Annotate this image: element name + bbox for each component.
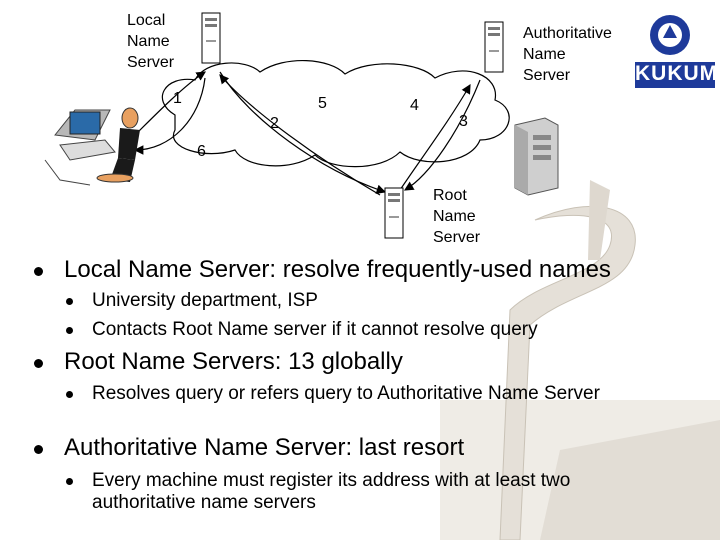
label-line: Authoritative bbox=[523, 25, 612, 42]
authoritative-server-icon bbox=[484, 21, 504, 73]
local-server-icon bbox=[201, 12, 221, 64]
sub-bullet-text: University department, ISP bbox=[92, 290, 318, 311]
step-5-label: 5 bbox=[318, 95, 327, 112]
query-arrow-4 bbox=[403, 79, 481, 191]
bullet-dot-icon bbox=[34, 267, 43, 276]
label-line: Name bbox=[523, 46, 566, 63]
sub-bullet-dot-icon bbox=[66, 327, 73, 334]
authoritative-name-server-label: Authoritative Name Server bbox=[523, 23, 612, 86]
bullet-text: Local Name Server: resolve frequently-us… bbox=[64, 256, 611, 283]
root-server-icon bbox=[384, 187, 404, 239]
label-line: Server bbox=[433, 229, 481, 246]
label-line: Local bbox=[127, 12, 166, 29]
label-line: Server bbox=[523, 67, 571, 84]
query-arrow-5 bbox=[219, 74, 381, 196]
tower-background-image bbox=[440, 180, 720, 540]
step-6-label: 6 bbox=[197, 143, 206, 160]
step-1-label: 1 bbox=[173, 90, 182, 107]
sub-bullet-dot-icon bbox=[66, 298, 73, 305]
sub-bullet-text: Every machine must register its address … bbox=[92, 470, 571, 513]
sub-bullet-text: Resolves query or refers query to Author… bbox=[92, 383, 600, 404]
sub-bullet-text: Contacts Root Name server if it cannot r… bbox=[92, 319, 538, 340]
step-4-label: 4 bbox=[410, 97, 419, 114]
query-arrow-2 bbox=[219, 71, 387, 194]
step-3-label: 3 bbox=[459, 113, 468, 130]
local-name-server-label: Local Name Server bbox=[127, 10, 174, 73]
dns-network-diagram bbox=[44, 12, 715, 239]
label-line: Root bbox=[433, 187, 467, 204]
query-arrow-3 bbox=[399, 83, 471, 191]
sub-bullet-dot-icon bbox=[66, 478, 73, 485]
root-name-server-label: Root Name Server bbox=[433, 185, 480, 248]
label-line: Server bbox=[127, 54, 175, 71]
query-arrow-6 bbox=[133, 77, 206, 155]
bullet-text: Root Name Servers: 13 globally bbox=[64, 348, 403, 375]
server-computer-icon bbox=[514, 117, 559, 196]
internet-cloud bbox=[162, 60, 510, 168]
label-line: Name bbox=[433, 208, 476, 225]
step-2-label: 2 bbox=[270, 115, 279, 132]
bullet-dot-icon bbox=[34, 445, 43, 454]
sub-bullet-dot-icon bbox=[66, 391, 73, 398]
kukum-logo-text: KUKUM bbox=[635, 62, 719, 85]
label-line: Name bbox=[127, 33, 170, 50]
bullet-dot-icon bbox=[34, 359, 43, 368]
bullet-text: Authoritative Name Server: last resort bbox=[64, 434, 465, 461]
kukum-logo bbox=[635, 15, 715, 88]
user-computer-icon bbox=[44, 107, 140, 186]
